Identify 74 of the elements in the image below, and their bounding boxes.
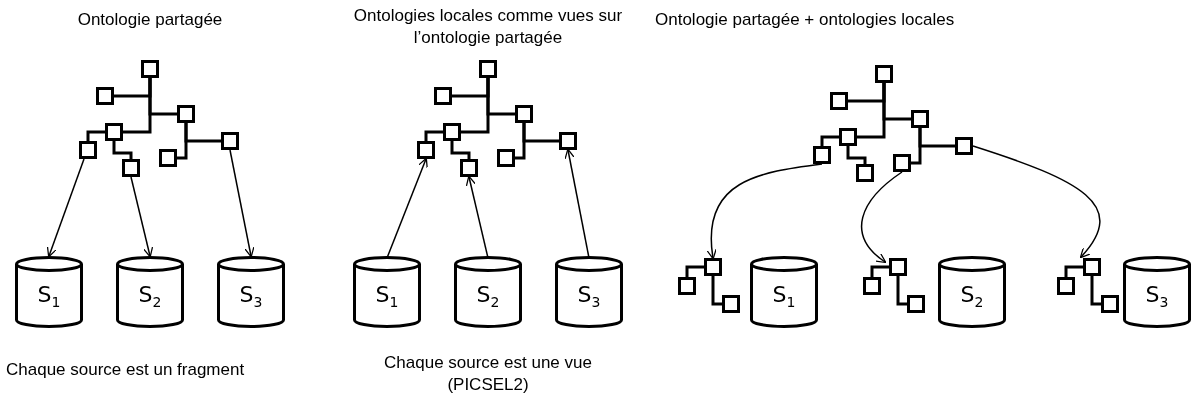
source-label: S$_{3}$ — [576, 282, 602, 311]
arrow — [860, 171, 903, 264]
concept-square — [159, 149, 177, 167]
panel-caption: Chaque source est un fragment — [6, 359, 246, 381]
concept-square — [221, 132, 239, 150]
concept-square — [79, 141, 97, 159]
concept-square — [813, 146, 831, 164]
arrow — [972, 145, 1101, 259]
tree-connector — [911, 128, 922, 165]
tree-connector — [820, 135, 839, 146]
arrow — [564, 148, 590, 259]
panel-title: Ontologies locales comme vues sur l’ontologie partagée — [353, 5, 623, 49]
source-label: S$_{1}$ — [771, 282, 797, 311]
concept-square — [678, 277, 696, 295]
tree-connector — [1090, 276, 1101, 306]
concept-square — [559, 132, 577, 150]
concept-square — [417, 141, 435, 159]
concept-square — [443, 123, 461, 141]
panel-title: Ontologie partagée + ontologies locales — [655, 9, 956, 31]
arrow — [46, 158, 85, 258]
tree-connector — [123, 78, 152, 134]
concept-square — [177, 105, 195, 123]
arrow — [386, 157, 428, 259]
tree-connector — [461, 78, 490, 134]
arrow — [229, 149, 255, 258]
concept-square — [875, 65, 893, 83]
concept-square — [889, 258, 907, 276]
concept-square — [839, 128, 857, 146]
concept-square — [434, 87, 452, 105]
tree-connector — [896, 276, 907, 306]
concept-square — [863, 277, 881, 295]
source-label: S$_{2}$ — [475, 282, 501, 311]
concept-square — [1101, 295, 1119, 313]
concept-square — [955, 137, 973, 155]
concept-square — [497, 149, 515, 167]
tree-connector — [112, 141, 133, 159]
tree-connector — [857, 83, 886, 139]
panel-caption: Chaque source est une vue (PICSEL2) — [383, 352, 593, 396]
arrow — [465, 175, 489, 259]
concept-square — [141, 60, 159, 78]
concept-square — [911, 110, 929, 128]
concept-square — [722, 295, 740, 313]
concept-square — [1083, 258, 1101, 276]
arrow — [707, 163, 823, 260]
source-label: S$_{2}$ — [959, 282, 985, 311]
concept-square — [460, 159, 478, 177]
tree-connector — [685, 265, 704, 277]
tree-connector — [711, 276, 722, 306]
concept-square — [830, 92, 848, 110]
arrow — [130, 176, 154, 258]
concept-square — [479, 60, 497, 78]
panel-title: Ontologie partagée — [76, 9, 224, 31]
concept-square — [704, 258, 722, 276]
tree-connector — [1064, 265, 1083, 277]
concept-square — [515, 105, 533, 123]
source-label: S$_{1}$ — [374, 282, 400, 311]
tree-connector — [450, 141, 471, 159]
concept-square — [907, 295, 925, 313]
source-label: S$_{3}$ — [238, 282, 264, 311]
tree-connector — [86, 130, 105, 141]
source-label: S$_{1}$ — [36, 282, 62, 311]
tree-connector — [515, 123, 526, 160]
tree-connector — [424, 130, 443, 141]
tree-connector — [870, 265, 889, 277]
source-label: S$_{3}$ — [1144, 282, 1170, 311]
concept-square — [122, 159, 140, 177]
concept-square — [1057, 277, 1075, 295]
tree-connector — [846, 146, 867, 164]
concept-square — [105, 123, 123, 141]
tree-connector — [177, 123, 188, 160]
concept-square — [856, 164, 874, 182]
source-label: S$_{2}$ — [137, 282, 163, 311]
concept-square — [96, 87, 114, 105]
concept-square — [893, 154, 911, 172]
